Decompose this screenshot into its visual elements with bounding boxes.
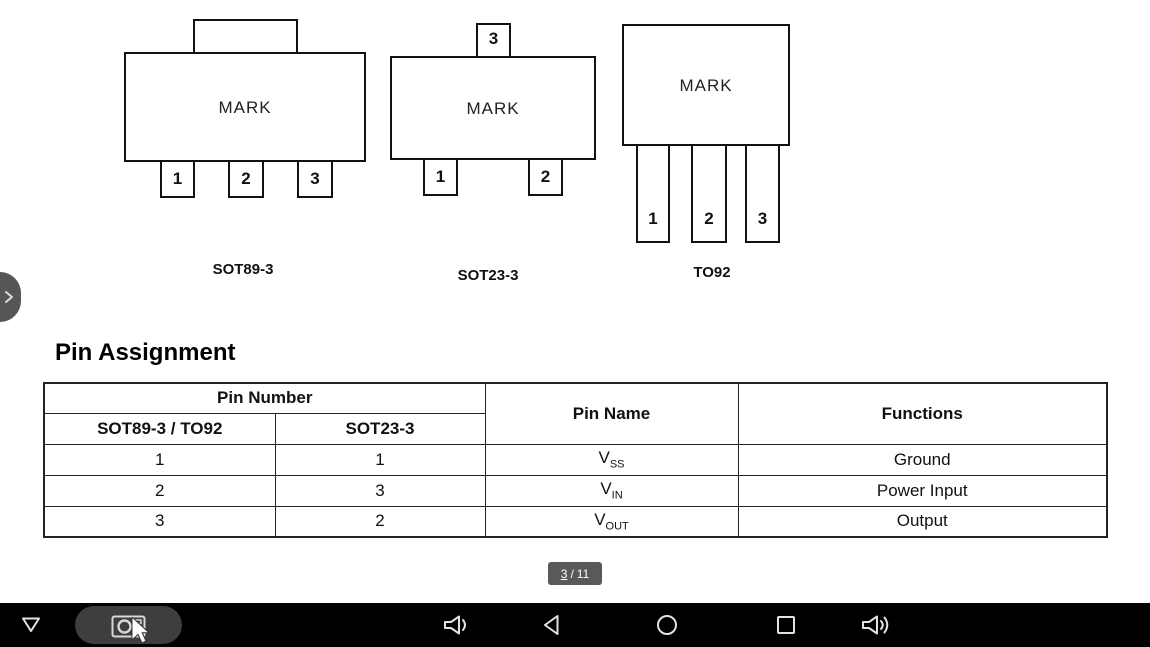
recents-icon: [777, 616, 795, 634]
sot23-mark-text: MARK: [466, 99, 520, 118]
sot23-pin-1: 1: [423, 158, 458, 196]
sot89-tab-shape: [193, 19, 298, 55]
pin-name-base: V: [594, 510, 606, 530]
hide-keyboard-button[interactable]: [19, 603, 43, 647]
sot23-pin-3: 3: [476, 23, 511, 60]
sot89-pin-2: 2: [228, 160, 264, 198]
android-navbar: [0, 603, 1150, 647]
cell-pin-name: VOUT: [484, 505, 739, 538]
hide-keyboard-icon: [22, 617, 40, 632]
cell-sot89-pin: 3: [43, 505, 276, 538]
pin-name-base: V: [600, 479, 612, 499]
cell-function: Power Input: [737, 474, 1108, 507]
table-row: 2 3 VIN Power Input: [43, 474, 1108, 507]
sot23-package-label: SOT23-3: [457, 267, 519, 284]
table-header-row: Pin Number Pin Name Functions: [43, 382, 1108, 445]
table-row: 3 2 VOUT Output: [43, 505, 1108, 538]
cell-sot23-pin: 2: [274, 505, 486, 538]
sot89-body-shape: MARK: [124, 52, 366, 162]
to92-mark-text: MARK: [679, 76, 733, 95]
chevron-right-icon: [5, 291, 13, 303]
pin-name-base: V: [598, 448, 610, 468]
cell-sot89-pin: 2: [43, 474, 276, 507]
pin-number-label: 1: [648, 209, 658, 228]
pin-number-label: 3: [757, 209, 768, 228]
cell-sot23-pin: 1: [274, 443, 486, 476]
header-sot23: SOT23-3: [274, 412, 486, 445]
pin-name-sub: SS: [609, 458, 625, 471]
pin-name-sub: OUT: [605, 520, 629, 533]
screenshot-button-highlight: [75, 606, 182, 644]
back-button[interactable]: [539, 603, 563, 647]
pin-name-sub: IN: [611, 489, 623, 502]
header-functions: Functions: [737, 382, 1108, 445]
pin-number-label: 2: [540, 167, 551, 186]
back-icon: [544, 615, 559, 635]
volume-down-icon: [444, 615, 466, 635]
to92-pin-2: 2: [691, 144, 727, 243]
pin-number-label: 1: [172, 169, 183, 188]
volume-up-icon: [862, 615, 889, 635]
volume-down-button[interactable]: [441, 603, 473, 647]
pin-number-label: 3: [488, 29, 499, 48]
pin-number-label: 3: [310, 169, 320, 188]
sidebar-toggle-handle[interactable]: [0, 272, 21, 322]
total-pages: 11: [576, 566, 590, 581]
header-pin-name: Pin Name: [484, 382, 739, 445]
table-row: 1 1 VSS Ground: [43, 443, 1108, 476]
cell-sot23-pin: 3: [274, 474, 486, 507]
sot89-pin-3: 3: [297, 160, 333, 198]
pin-number-label: 2: [704, 209, 714, 228]
sot23-body-shape: MARK: [390, 56, 596, 160]
cell-function: Ground: [737, 443, 1108, 476]
home-button[interactable]: [655, 603, 679, 647]
volume-up-button[interactable]: [859, 603, 895, 647]
current-page: 3: [560, 566, 568, 581]
cell-sot89-pin: 1: [43, 443, 276, 476]
to92-pin-3: 3: [745, 144, 780, 243]
sot89-package-label: SOT89-3: [212, 261, 274, 278]
header-sot89-to92: SOT89-3 / TO92: [43, 412, 276, 445]
page-title: Pin Assignment: [55, 339, 236, 366]
pin-assignment-table: Pin Number Pin Name Functions SOT89-3 / …: [43, 382, 1108, 538]
sot23-pin-2: 2: [528, 158, 563, 196]
mouse-cursor: [131, 615, 153, 647]
page-separator: /: [570, 566, 574, 581]
recents-button[interactable]: [774, 603, 798, 647]
header-pin-number: Pin Number: [43, 382, 486, 414]
sot89-mark-text: MARK: [218, 98, 272, 117]
cell-pin-name: VSS: [484, 443, 739, 476]
page-indicator[interactable]: 3 / 11: [548, 562, 602, 585]
cell-pin-name: VIN: [484, 474, 739, 507]
to92-package-label: TO92: [693, 264, 731, 281]
pin-number-label: 1: [435, 167, 446, 186]
cell-function: Output: [737, 505, 1108, 538]
sot89-pin-1: 1: [160, 160, 195, 198]
pin-number-label: 2: [241, 169, 251, 188]
cursor-arrow-icon: [131, 615, 151, 644]
home-icon: [657, 615, 677, 635]
to92-body-shape: MARK: [622, 24, 790, 146]
to92-pin-1: 1: [636, 144, 670, 243]
